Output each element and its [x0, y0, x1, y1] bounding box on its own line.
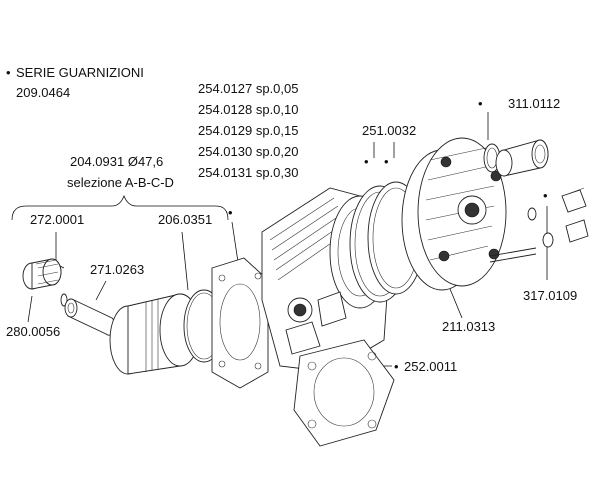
needle-bearing-label: 280.0056 — [6, 324, 60, 339]
cylinder-gasket-0: 254.0127 sp.0,05 — [198, 81, 298, 96]
head-nuts-marker: • — [543, 188, 548, 203]
title-gasket-set: SERIE GUARNIZIONI — [16, 65, 144, 80]
cylinder-gasket-2: 254.0129 sp.0,15 — [198, 123, 298, 138]
piston-ring-leader — [181, 231, 189, 291]
head-gasket-marker-1: • — [364, 154, 369, 169]
cylinder-gasket-4: 254.0131 sp.0,30 — [198, 165, 298, 180]
head-gasket-label: 251.0032 — [362, 123, 416, 138]
needle-bearing-leader — [27, 295, 33, 323]
cylinder-kit-label: 204.0931 Ø47,6 — [70, 154, 163, 169]
cylinder-head-label: 211.0313 — [442, 319, 495, 334]
head-nuts-label: 317.0109 — [523, 288, 577, 303]
cylinder-gasket-list: 254.0127 sp.0,05 254.0128 sp.0,10 254.01… — [198, 81, 298, 180]
base-gasket-label: 252.0011 — [404, 359, 457, 374]
circlip-label: 271.0263 — [90, 262, 144, 277]
kit-brace — [11, 194, 229, 221]
spark-plug-adapter-label: 311.0112 — [508, 96, 560, 111]
needle-bearing-drawing — [22, 258, 62, 290]
base-gasket-marker: • — [394, 359, 399, 374]
cylinder-gasket-marker: • — [228, 205, 233, 220]
cylinder-gasket-1: 254.0128 sp.0,10 — [198, 102, 298, 117]
selection-label: selezione A-B-C-D — [67, 175, 174, 190]
cylinder-head-drawing — [401, 137, 537, 291]
title-gasket-set-code: 209.0464 — [16, 85, 70, 100]
piston-pin-drawing — [64, 298, 116, 336]
spark-plug-adapter-drawing — [483, 139, 549, 177]
base-gasket-drawing — [293, 339, 395, 447]
circlip-leader — [95, 280, 107, 301]
head-nuts-drawing — [527, 187, 589, 248]
spark-plug-adapter-marker: • — [478, 96, 483, 111]
title-bullet: • — [6, 65, 11, 80]
cylinder-gasket-3: 254.0130 sp.0,20 — [198, 144, 298, 159]
cylinder-gasket-drawing — [211, 257, 269, 389]
head-gasket-marker-2: • — [384, 154, 389, 169]
piston-pin-label: 272.0001 — [30, 212, 84, 227]
piston-ring-label: 206.0351 — [158, 212, 212, 227]
